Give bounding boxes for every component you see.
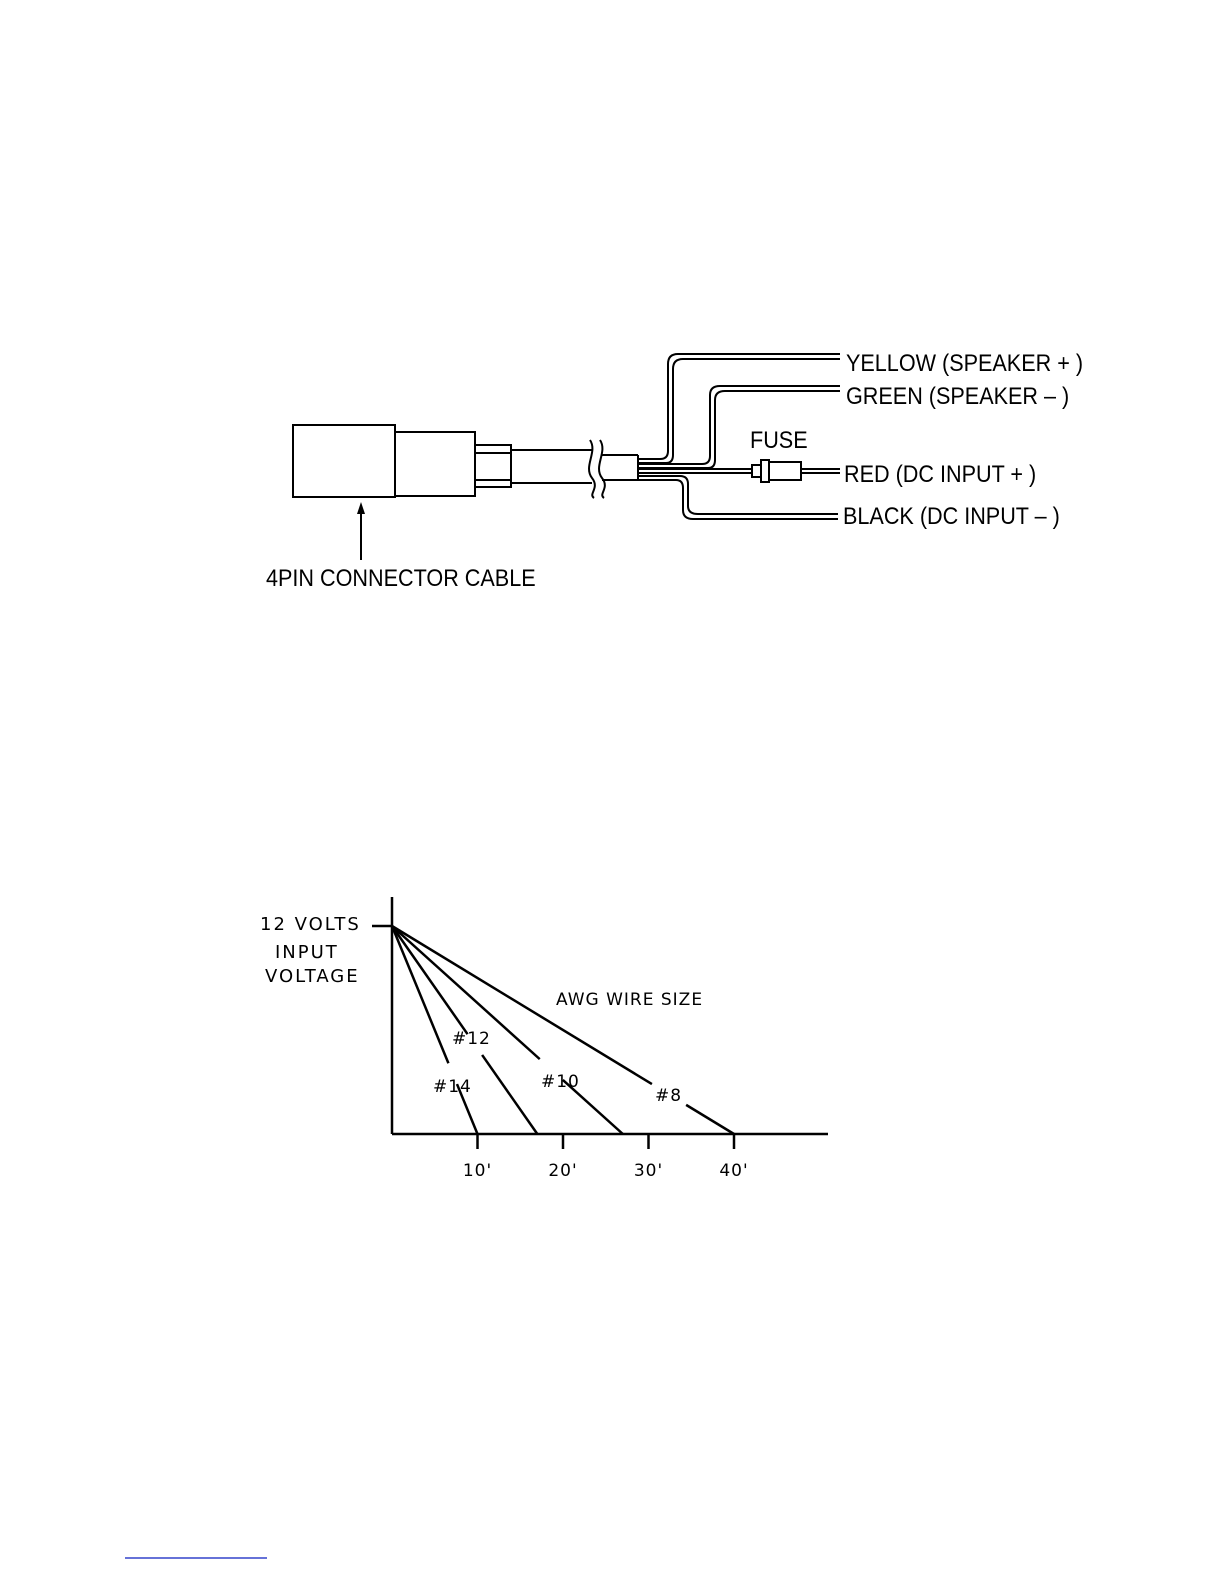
x-tick-label: 30' [634, 1161, 663, 1181]
main-cable [511, 440, 638, 498]
wire-label-red: RED (DC INPUT + ) [844, 460, 1036, 487]
gauge-line-12 [482, 1055, 537, 1134]
cable-break-mark [589, 440, 595, 498]
cable-break-mark [599, 440, 605, 498]
gauge-label-10: #10 [541, 1072, 580, 1092]
y-label-line-2: INPUT [275, 942, 339, 963]
gauge-label-8: #8 [655, 1086, 682, 1106]
gauge-line-8 [686, 1105, 734, 1134]
x-ticks: 10' 20' 30' 40' [463, 1134, 749, 1181]
connector-callout [357, 502, 365, 560]
wire-label-black: BLACK (DC INPUT – ) [843, 502, 1060, 529]
fuse-holder [752, 460, 801, 482]
wire-yellow [638, 354, 840, 463]
wire-yellow-outer [638, 354, 840, 459]
gauge-label-14: #14 [433, 1077, 472, 1097]
x-tick-label: 40' [719, 1161, 748, 1181]
voltage-drop-chart: 12 VOLTS INPUT VOLTAGE AWG WIRE SIZE 10'… [260, 897, 828, 1181]
fuse-body [769, 462, 801, 480]
wire-label-yellow: YELLOW (SPEAKER + ) [846, 349, 1083, 376]
gauge-lines [392, 926, 734, 1134]
connector-collar [395, 432, 475, 496]
fuse-cap [752, 465, 761, 477]
wire-black [638, 476, 838, 519]
y-label-line-3: VOLTAGE [265, 966, 360, 987]
x-tick-label: 20' [548, 1161, 577, 1181]
connector-body [293, 425, 395, 497]
connector-plug [293, 425, 511, 497]
callout-arrowhead [357, 502, 365, 514]
x-tick-label: 10' [463, 1161, 492, 1181]
connector-label: 4PIN CONNECTOR CABLE [266, 564, 536, 591]
wiring-diagram: YELLOW (SPEAKER + ) GREEN (SPEAKER – ) F… [266, 349, 1083, 591]
fuse-ring [761, 460, 769, 482]
y-label-line-1: 12 VOLTS [260, 914, 361, 935]
fuse-label: FUSE [750, 426, 808, 453]
wire-label-green: GREEN (SPEAKER – ) [846, 382, 1069, 409]
legend-title: AWG WIRE SIZE [556, 990, 703, 1010]
wire-black-outer [638, 476, 838, 514]
gauge-label-12: #12 [452, 1029, 491, 1049]
